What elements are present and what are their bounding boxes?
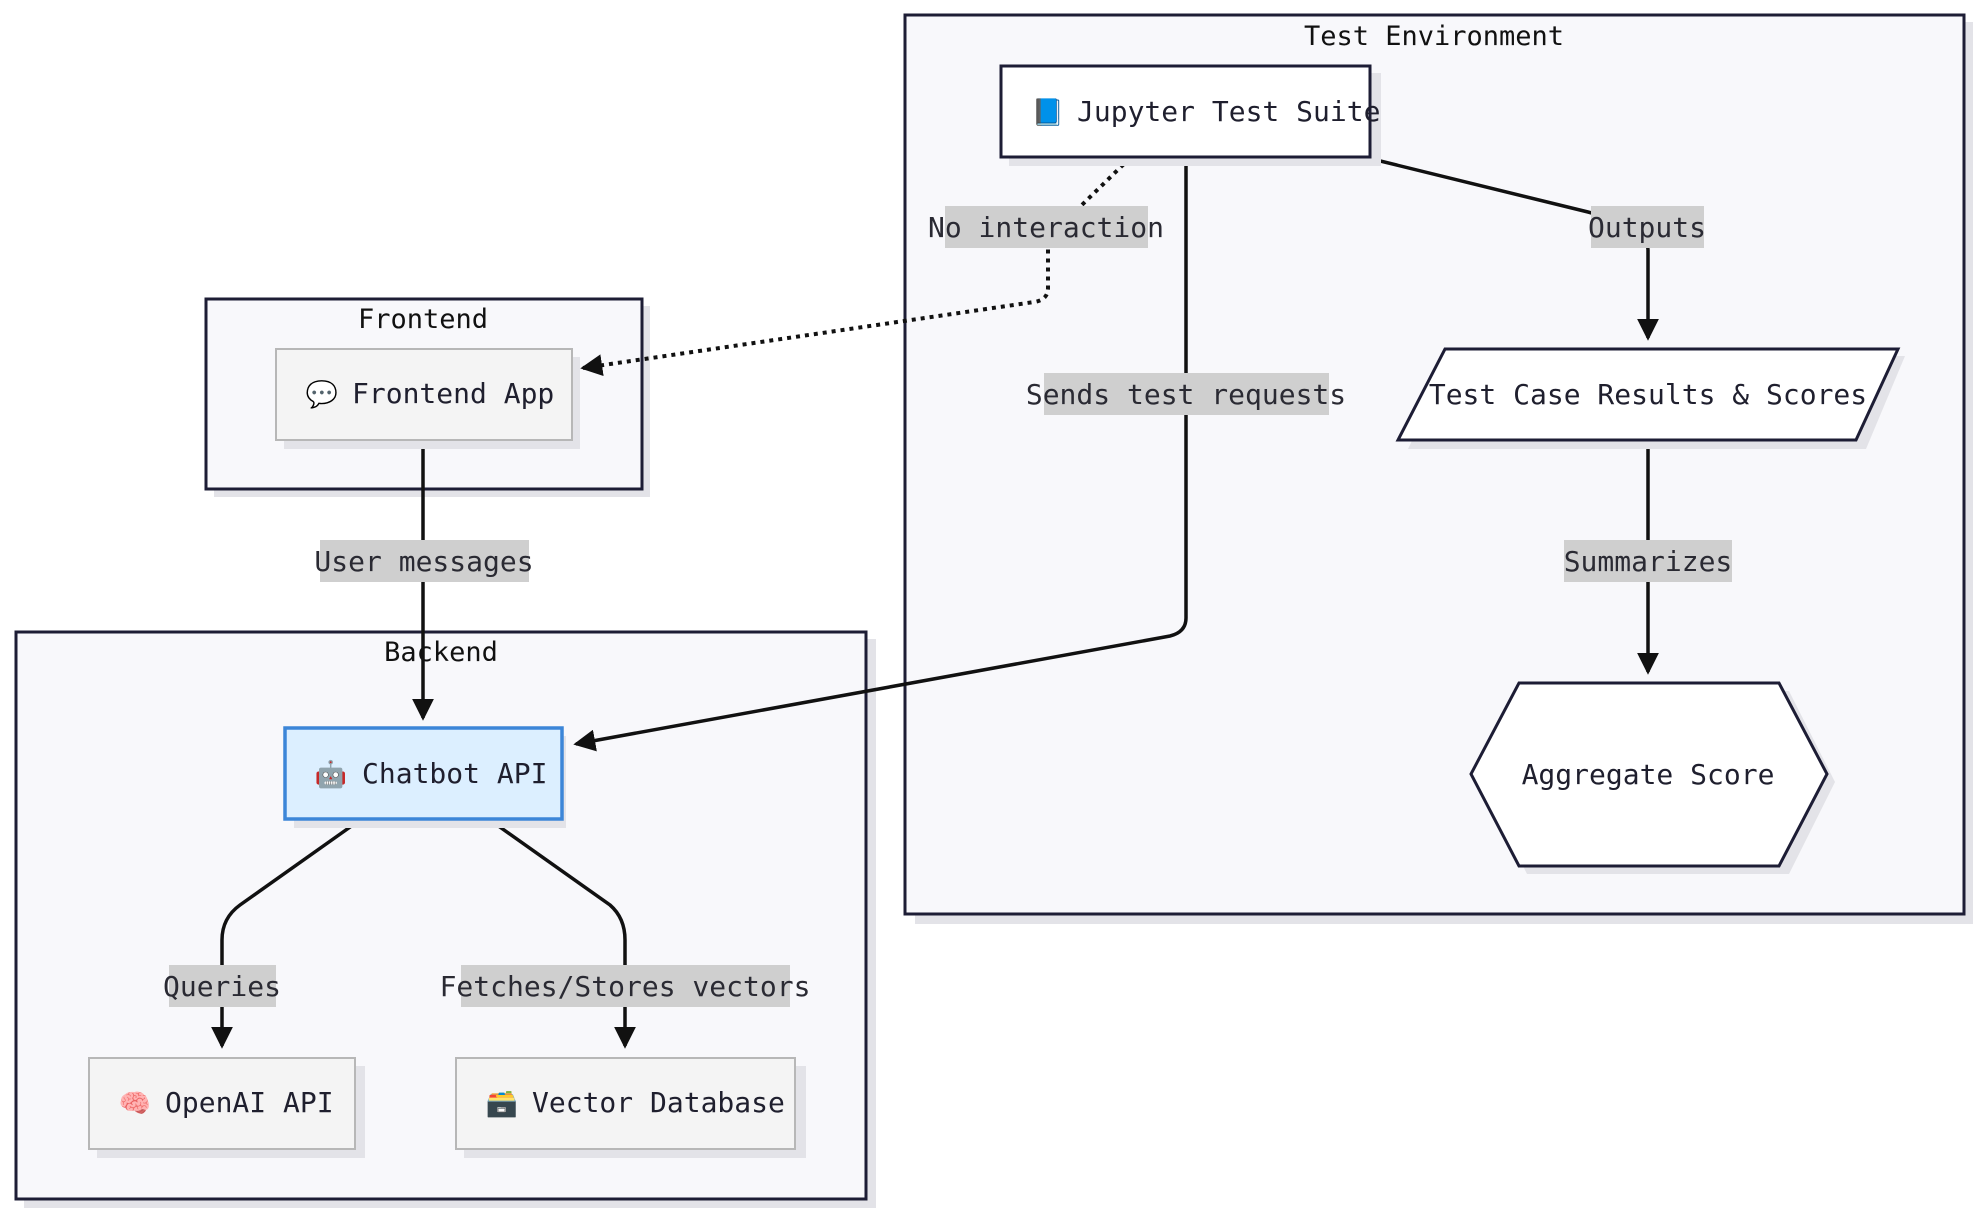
svg-text:Outputs: Outputs xyxy=(1588,211,1706,244)
edge-label-summarizes: Summarizes xyxy=(1564,540,1733,582)
node-aggregate-score[interactable]: Aggregate Score xyxy=(1469,681,1835,874)
svg-text:No interaction: No interaction xyxy=(928,211,1164,244)
node-chatbot-api[interactable]: 🤖 Chatbot API xyxy=(283,726,566,828)
card-file-box-icon: 🗃️ xyxy=(486,1089,518,1119)
cluster-title-frontend: Frontend xyxy=(358,304,488,335)
edge-label-user-messages: User messages xyxy=(314,540,534,582)
robot-icon: 🤖 xyxy=(315,759,347,790)
svg-text:Vector Database: Vector Database xyxy=(532,1086,785,1119)
edge-label-fetches-stores: Fetches/Stores vectors xyxy=(440,965,811,1007)
book-icon: 📘 xyxy=(1032,98,1064,128)
node-vector-database[interactable]: 🗃️ Vector Database xyxy=(455,1057,806,1158)
node-test-case-results[interactable]: Test Case Results & Scores xyxy=(1395,347,1905,449)
svg-text:Test Case Results & Scores: Test Case Results & Scores xyxy=(1429,378,1867,411)
svg-text:Aggregate Score: Aggregate Score xyxy=(1522,758,1775,791)
edge-label-queries: Queries xyxy=(163,965,281,1007)
svg-text:Frontend App: Frontend App xyxy=(352,377,554,410)
svg-text:Chatbot API: Chatbot API xyxy=(362,757,547,790)
node-frontend-app[interactable]: 💬 Frontend App xyxy=(275,348,580,449)
edge-no-interaction xyxy=(580,156,1132,377)
svg-text:User messages: User messages xyxy=(314,545,533,578)
edge-fetches-stores xyxy=(488,818,636,1049)
svg-text:Sends test requests: Sends test requests xyxy=(1026,378,1346,411)
cluster-title-test-environment: Test Environment xyxy=(1304,21,1564,52)
edge-label-outputs: Outputs xyxy=(1588,206,1706,248)
edge-label-no-interaction: No interaction xyxy=(928,206,1164,248)
edge-label-sends-test-requests: Sends test requests xyxy=(1026,373,1346,415)
svg-text:Jupyter Test Suite: Jupyter Test Suite xyxy=(1077,95,1380,128)
edge-queries xyxy=(211,818,362,1049)
speech-bubble-icon: 💬 xyxy=(306,379,338,410)
svg-text:Fetches/Stores vectors: Fetches/Stores vectors xyxy=(440,970,811,1003)
node-openai-api[interactable]: 🧠 OpenAI API xyxy=(88,1057,365,1158)
svg-text:Summarizes: Summarizes xyxy=(1564,545,1733,578)
node-jupyter-test-suite[interactable]: 📘 Jupyter Test Suite xyxy=(999,64,1381,166)
brain-icon: 🧠 xyxy=(119,1089,151,1119)
cluster-title-backend: Backend xyxy=(384,637,498,668)
svg-text:OpenAI API: OpenAI API xyxy=(165,1086,334,1119)
svg-text:Queries: Queries xyxy=(163,970,281,1003)
edge-sends-test-requests xyxy=(573,158,1188,752)
